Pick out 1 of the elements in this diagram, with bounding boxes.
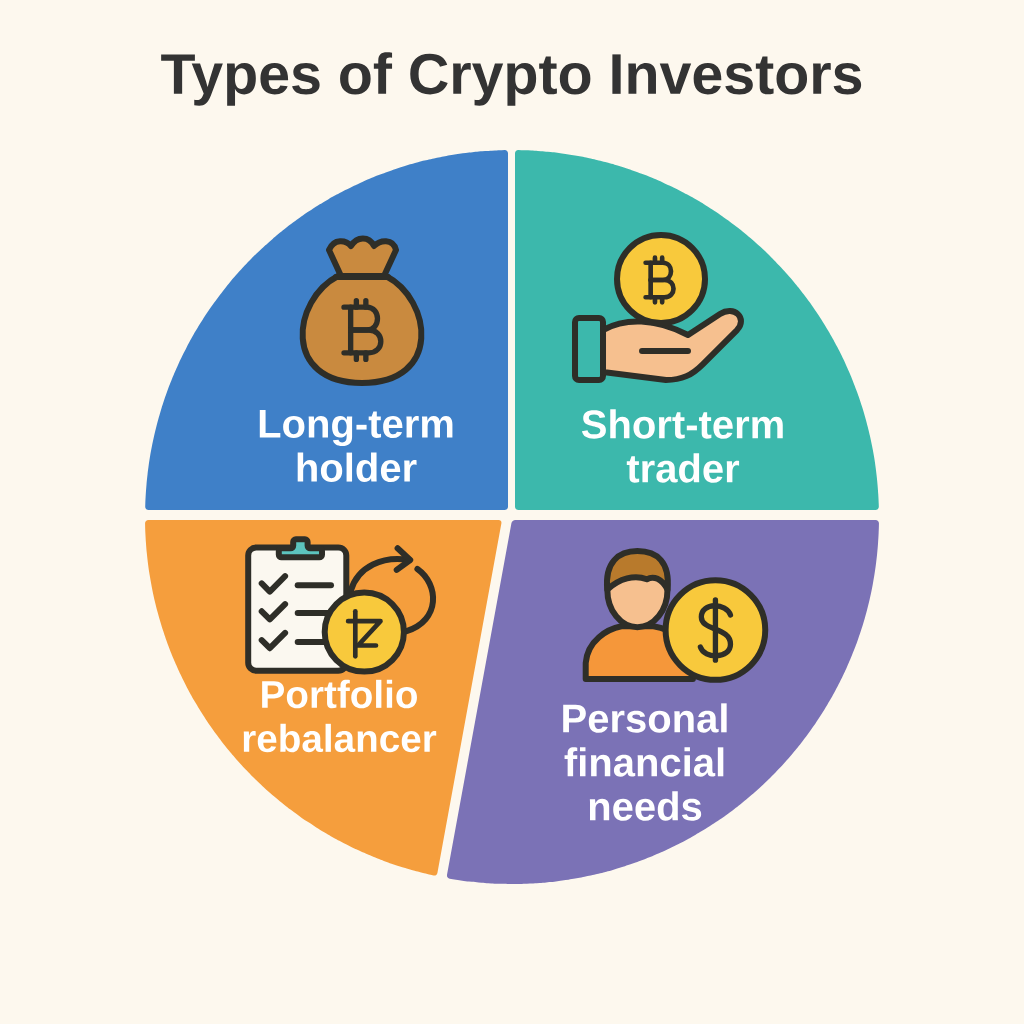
- title: Types of Crypto Investors: [161, 52, 862, 106]
